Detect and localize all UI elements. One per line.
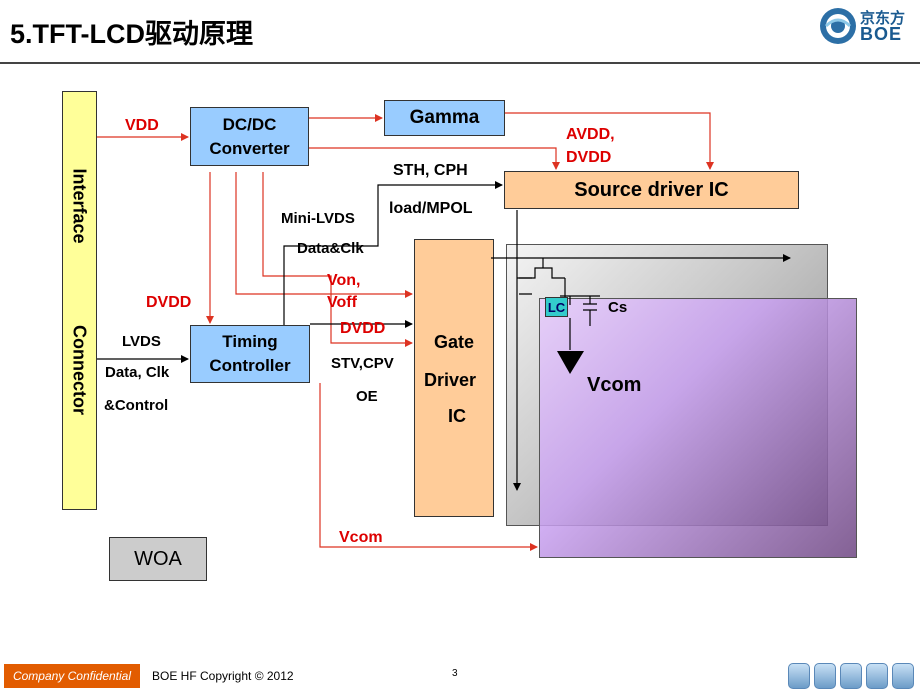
- data-clk-lvds-label: Data, Clk: [105, 364, 170, 381]
- gate-driver-box: [414, 239, 494, 517]
- avdd-source-line: [309, 147, 560, 170]
- tft-switch: [517, 267, 565, 279]
- lvds-label: LVDS: [122, 333, 161, 350]
- timing-controller-box: Timing Controller: [190, 325, 310, 383]
- stv-cpv-label: STV,CPV: [331, 355, 394, 372]
- header-divider: [0, 62, 920, 64]
- mini-lvds-line: [283, 181, 503, 325]
- load-mpol-label: load/MPOL: [389, 200, 473, 217]
- copyright-text: BOE HF Copyright © 2012: [152, 669, 294, 683]
- von-voff-line: [235, 172, 413, 298]
- logo-en-text: BOE: [860, 24, 903, 44]
- gamma-label: Gamma: [409, 107, 480, 128]
- dvdd-gate-line: [262, 172, 413, 347]
- vcom-bottom-label: Vcom: [339, 529, 383, 546]
- phone-icon: [788, 663, 810, 689]
- gate-label: Gate: [434, 332, 475, 352]
- lc-label: LC: [547, 299, 566, 315]
- page-number: 3: [452, 668, 458, 679]
- von-label: Von,: [327, 272, 361, 289]
- page-title: 5.TFT-LCD驱动原理: [10, 19, 253, 49]
- monitor-icon: [840, 663, 862, 689]
- ic-label: IC: [448, 406, 466, 426]
- dvdd-right-label: DVDD: [340, 320, 386, 337]
- gamma-box: Gamma: [384, 100, 505, 136]
- lc-capacitor-box: LC: [545, 297, 568, 317]
- vcom-line: [319, 383, 538, 551]
- boe-logo-icon: [820, 8, 856, 44]
- control-label: &Control: [104, 397, 169, 414]
- mini-lvds-label: Mini-LVDS: [281, 210, 355, 227]
- dcdc-converter-label: DC/DC Converter: [209, 114, 290, 158]
- oe-label: OE: [356, 388, 378, 405]
- panel-front: [539, 298, 857, 558]
- avdd-label: AVDD,: [566, 126, 615, 143]
- boe-logo: 京东方 BOE: [818, 6, 914, 46]
- voff-label: Voff: [327, 294, 357, 311]
- tablet-icon: [814, 663, 836, 689]
- dcdc-converter-box: DC/DC Converter: [190, 107, 309, 166]
- woa-label: WOA: [134, 547, 182, 570]
- tv-icon: [892, 663, 914, 689]
- confidential-badge: Company Confidential: [4, 664, 140, 688]
- vcom-ground-symbol: [557, 351, 584, 374]
- driver-label: Driver: [424, 370, 477, 390]
- cs-label: Cs: [608, 299, 628, 316]
- woa-box: WOA: [109, 537, 207, 581]
- logo-cn-text: 京东方: [860, 10, 906, 27]
- vcom-panel-label: Vcom: [587, 374, 642, 396]
- sth-cph-label: STH, CPH: [393, 162, 468, 179]
- timing-controller-label: Timing Controller: [209, 332, 291, 375]
- dvdd-left-label: DVDD: [146, 294, 192, 311]
- interface-connector-box: [62, 91, 97, 510]
- source-driver-label: Source driver IC: [574, 178, 729, 201]
- source-driver-box: Source driver IC: [504, 171, 799, 209]
- gamma-source-line: [505, 112, 714, 170]
- laptop-icon: [866, 663, 888, 689]
- vdd-label: VDD: [125, 117, 159, 134]
- avdd-dvdd-label: DVDD: [566, 149, 612, 166]
- data-clk-label: Data&Clk: [297, 240, 364, 257]
